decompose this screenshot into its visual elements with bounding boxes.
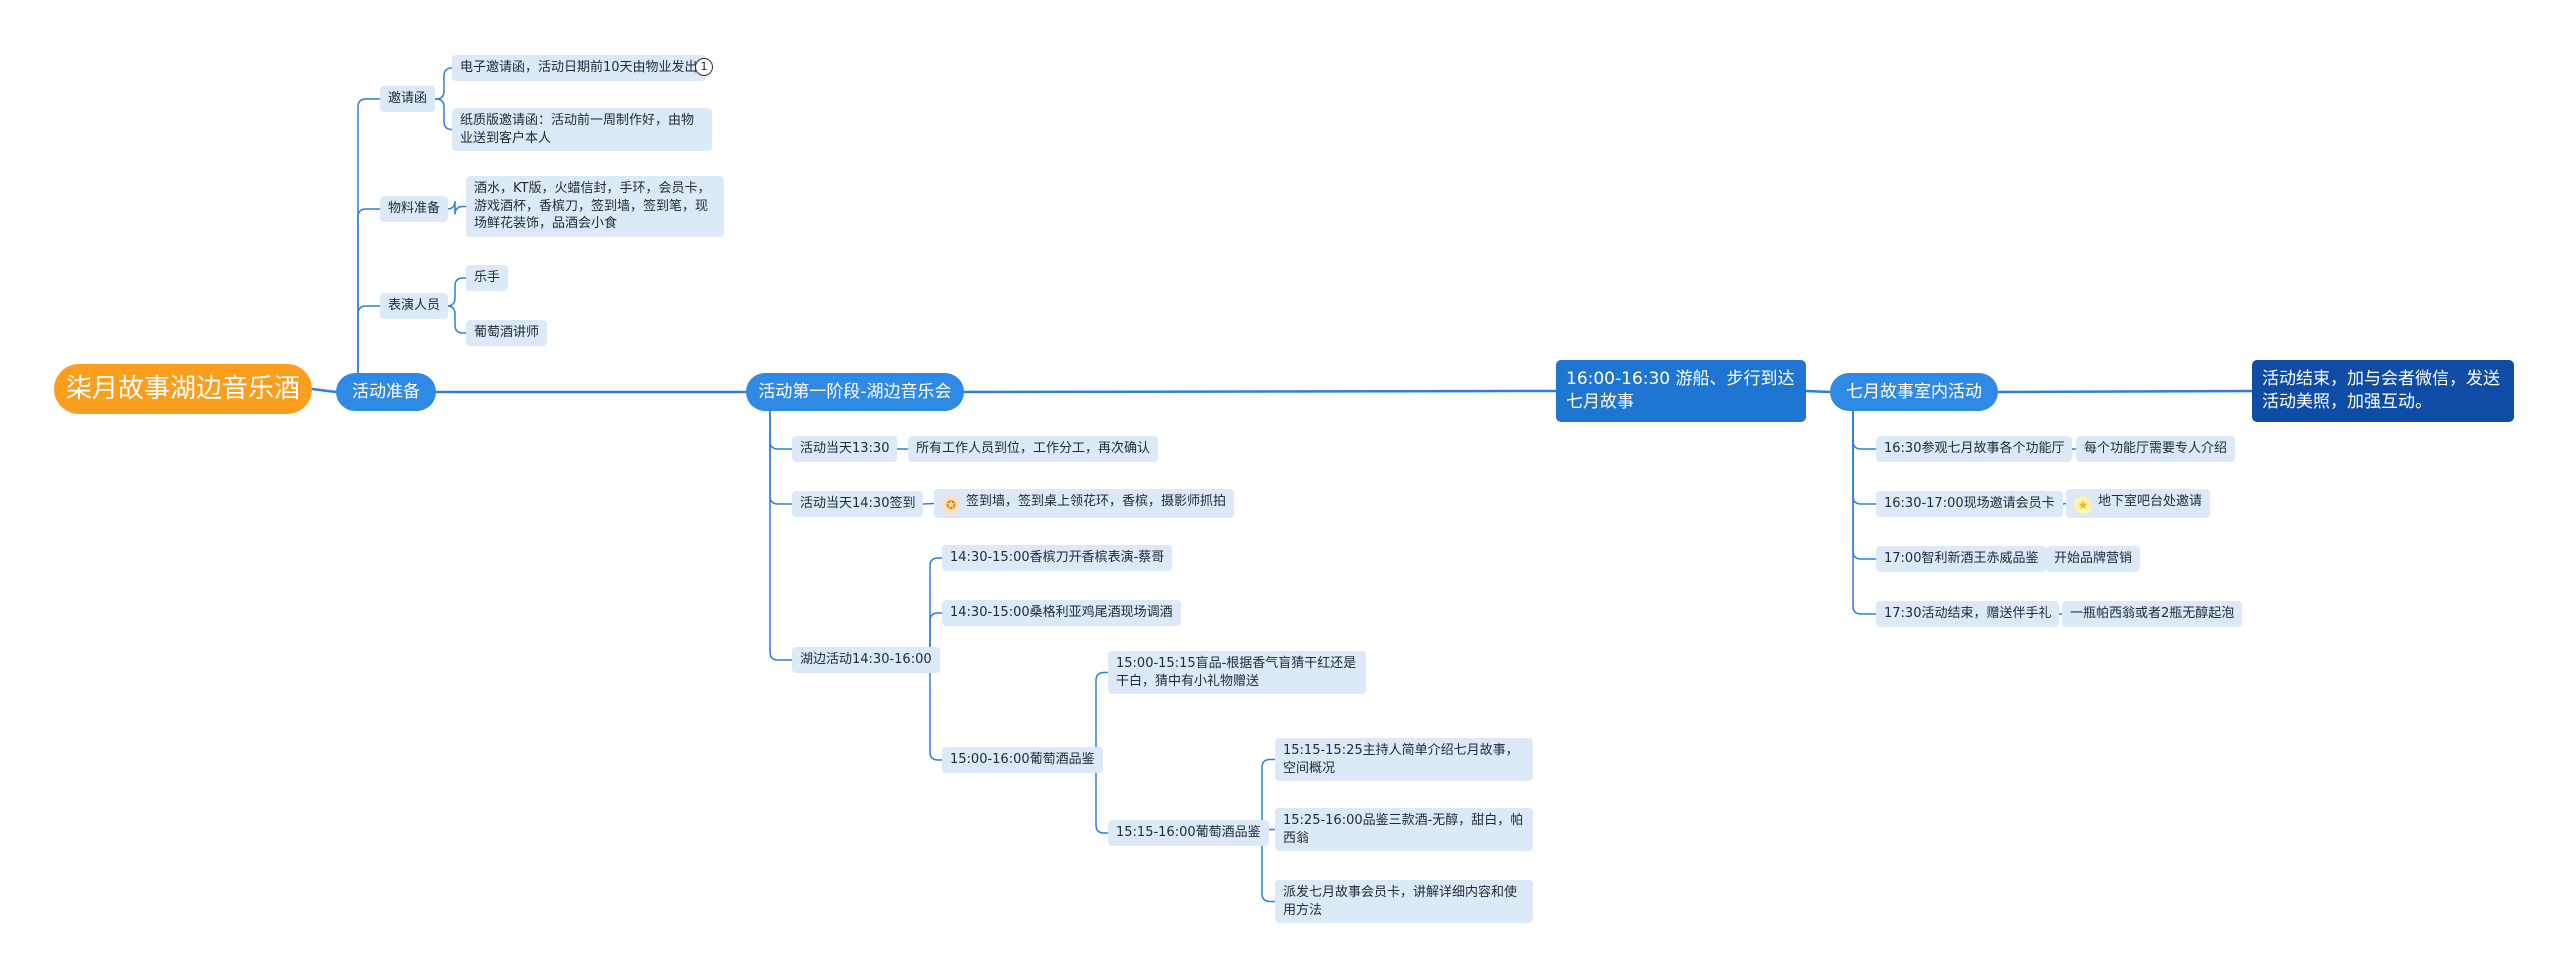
connector-line (2062, 502, 2067, 505)
phase1-1430-detail-text: 签到墙，签到桌上领花环，香槟，摄影师抓拍 (966, 494, 1227, 509)
materials-node[interactable]: 物料准备 (380, 196, 449, 222)
tasting-intro-node[interactable]: 15:15-15:25主持人简单介绍七月故事，空间概况 (1275, 738, 1533, 782)
transfer-node[interactable]: 16:00-16:30 游船、步行到达七月故事 (1556, 360, 1806, 422)
note-badge-icon[interactable]: 1 (695, 58, 713, 76)
connector-line (1997, 389, 2253, 394)
connector-line (1852, 411, 1876, 560)
wine-tasting-sub-node[interactable]: 15:15-16:00葡萄酒品鉴 (1108, 820, 1269, 846)
connector-line (1805, 389, 1831, 394)
connector-line (769, 411, 792, 450)
connector-line (357, 98, 380, 373)
materials-list-node[interactable]: 酒水，KT版，火蜡信封，手环，会员卡，游戏酒杯，香槟刀，签到墙，签到笔，现场鲜花… (466, 176, 724, 237)
tasting-three-wines-node[interactable]: 15:25-16:00品鉴三款酒-无醇，甜白，帕西翁 (1275, 808, 1533, 852)
connector-line (921, 557, 942, 661)
connector-line (1852, 411, 1876, 450)
indoor-row-2-detail-text: 地下室吧台处邀请 (2098, 494, 2203, 509)
connector-line (435, 98, 453, 131)
performer-musician-node[interactable]: 乐手 (466, 265, 509, 291)
performer-wine-lecturer-node[interactable]: 葡萄酒讲师 (466, 320, 548, 346)
lakeside-champagne-node[interactable]: 14:30-15:00香槟刀开香槟表演-蔡哥 (942, 545, 1173, 571)
indoor-row-3-node[interactable]: 17:00智利新酒王赤威品鉴 (1876, 546, 2047, 572)
phase1-1330-detail-node[interactable]: 所有工作人员到位，工作分工，再次确认 (908, 436, 1159, 462)
lakeside-node[interactable]: 湖边活动14:30-16:00 (792, 647, 940, 673)
lakeside-sangria-node[interactable]: 14:30-15:00桑格利亚鸡尾酒现场调酒 (942, 600, 1181, 626)
award-icon: ✪ (942, 496, 960, 514)
connector-line (446, 305, 466, 334)
phase1-node[interactable]: 活动第一阶段-湖边音乐会 (746, 373, 964, 411)
phase1-1430-detail-node[interactable]: ✪ 签到墙，签到桌上领花环，香槟，摄影师抓拍 (934, 489, 1235, 518)
phase1-1430-node[interactable]: 活动当天14:30签到 (792, 491, 924, 517)
invite-node[interactable]: 邀请函 (380, 86, 436, 112)
connector-line (311, 387, 337, 394)
blind-tasting-node[interactable]: 15:00-15:15盲品-根据香气盲猜干红还是干白，猜中有小礼物赠送 (1108, 651, 1366, 695)
connector-line (922, 502, 935, 505)
connector-line (357, 305, 380, 373)
root-node[interactable]: 柒月故事湖边音乐酒会 (54, 364, 312, 454)
invite-email-node[interactable]: 电子邀请函，活动日期前10天由物业发出 (452, 55, 706, 81)
connector-line (1852, 411, 1876, 615)
phase1-1330-node[interactable]: 活动当天13:30 (792, 436, 898, 462)
indoor-row-1-node[interactable]: 16:30参观七月故事各个功能厅 (1876, 436, 2073, 462)
connector-line (357, 208, 380, 373)
invite-paper-node[interactable]: 纸质版邀请函：活动前一周制作好，由物业送到客户本人 (452, 108, 712, 152)
indoor-row-4-detail-node[interactable]: 一瓶帕西翁或者2瓶无醇起泡 (2062, 601, 2243, 627)
indoor-node[interactable]: 七月故事室内活动 (1830, 373, 1998, 411)
connector-line (446, 277, 466, 307)
connector-line (963, 389, 1557, 394)
prep-node[interactable]: 活动准备 (336, 373, 436, 411)
performers-node[interactable]: 表演人员 (380, 293, 449, 319)
wine-tasting-node[interactable]: 15:00-16:00葡萄酒品鉴 (942, 747, 1103, 773)
member-card-node[interactable]: 派发七月故事会员卡，讲解详细内容和使用方法 (1275, 880, 1533, 924)
indoor-row-2-detail-node[interactable]: ★ 地下室吧台处邀请 (2066, 489, 2211, 518)
connector-line (769, 411, 792, 505)
connector-line (446, 200, 466, 215)
connector-line (435, 67, 453, 100)
star-icon: ★ (2074, 496, 2092, 514)
indoor-row-1-detail-node[interactable]: 每个功能厅需要专人介绍 (2076, 436, 2236, 462)
connector-line (769, 411, 792, 661)
connector-line (921, 659, 942, 761)
connector-line (1852, 411, 1876, 505)
indoor-row-4-node[interactable]: 17:30活动结束，赠送伴手礼 (1876, 601, 2060, 627)
ending-node[interactable]: 活动结束，加与会者微信，发送活动美照，加强互动。 (2252, 360, 2514, 422)
indoor-row-3-detail-node[interactable]: 开始品牌营销 (2046, 546, 2141, 572)
indoor-row-2-node[interactable]: 16:30-17:00现场邀请会员卡 (1876, 491, 2063, 517)
